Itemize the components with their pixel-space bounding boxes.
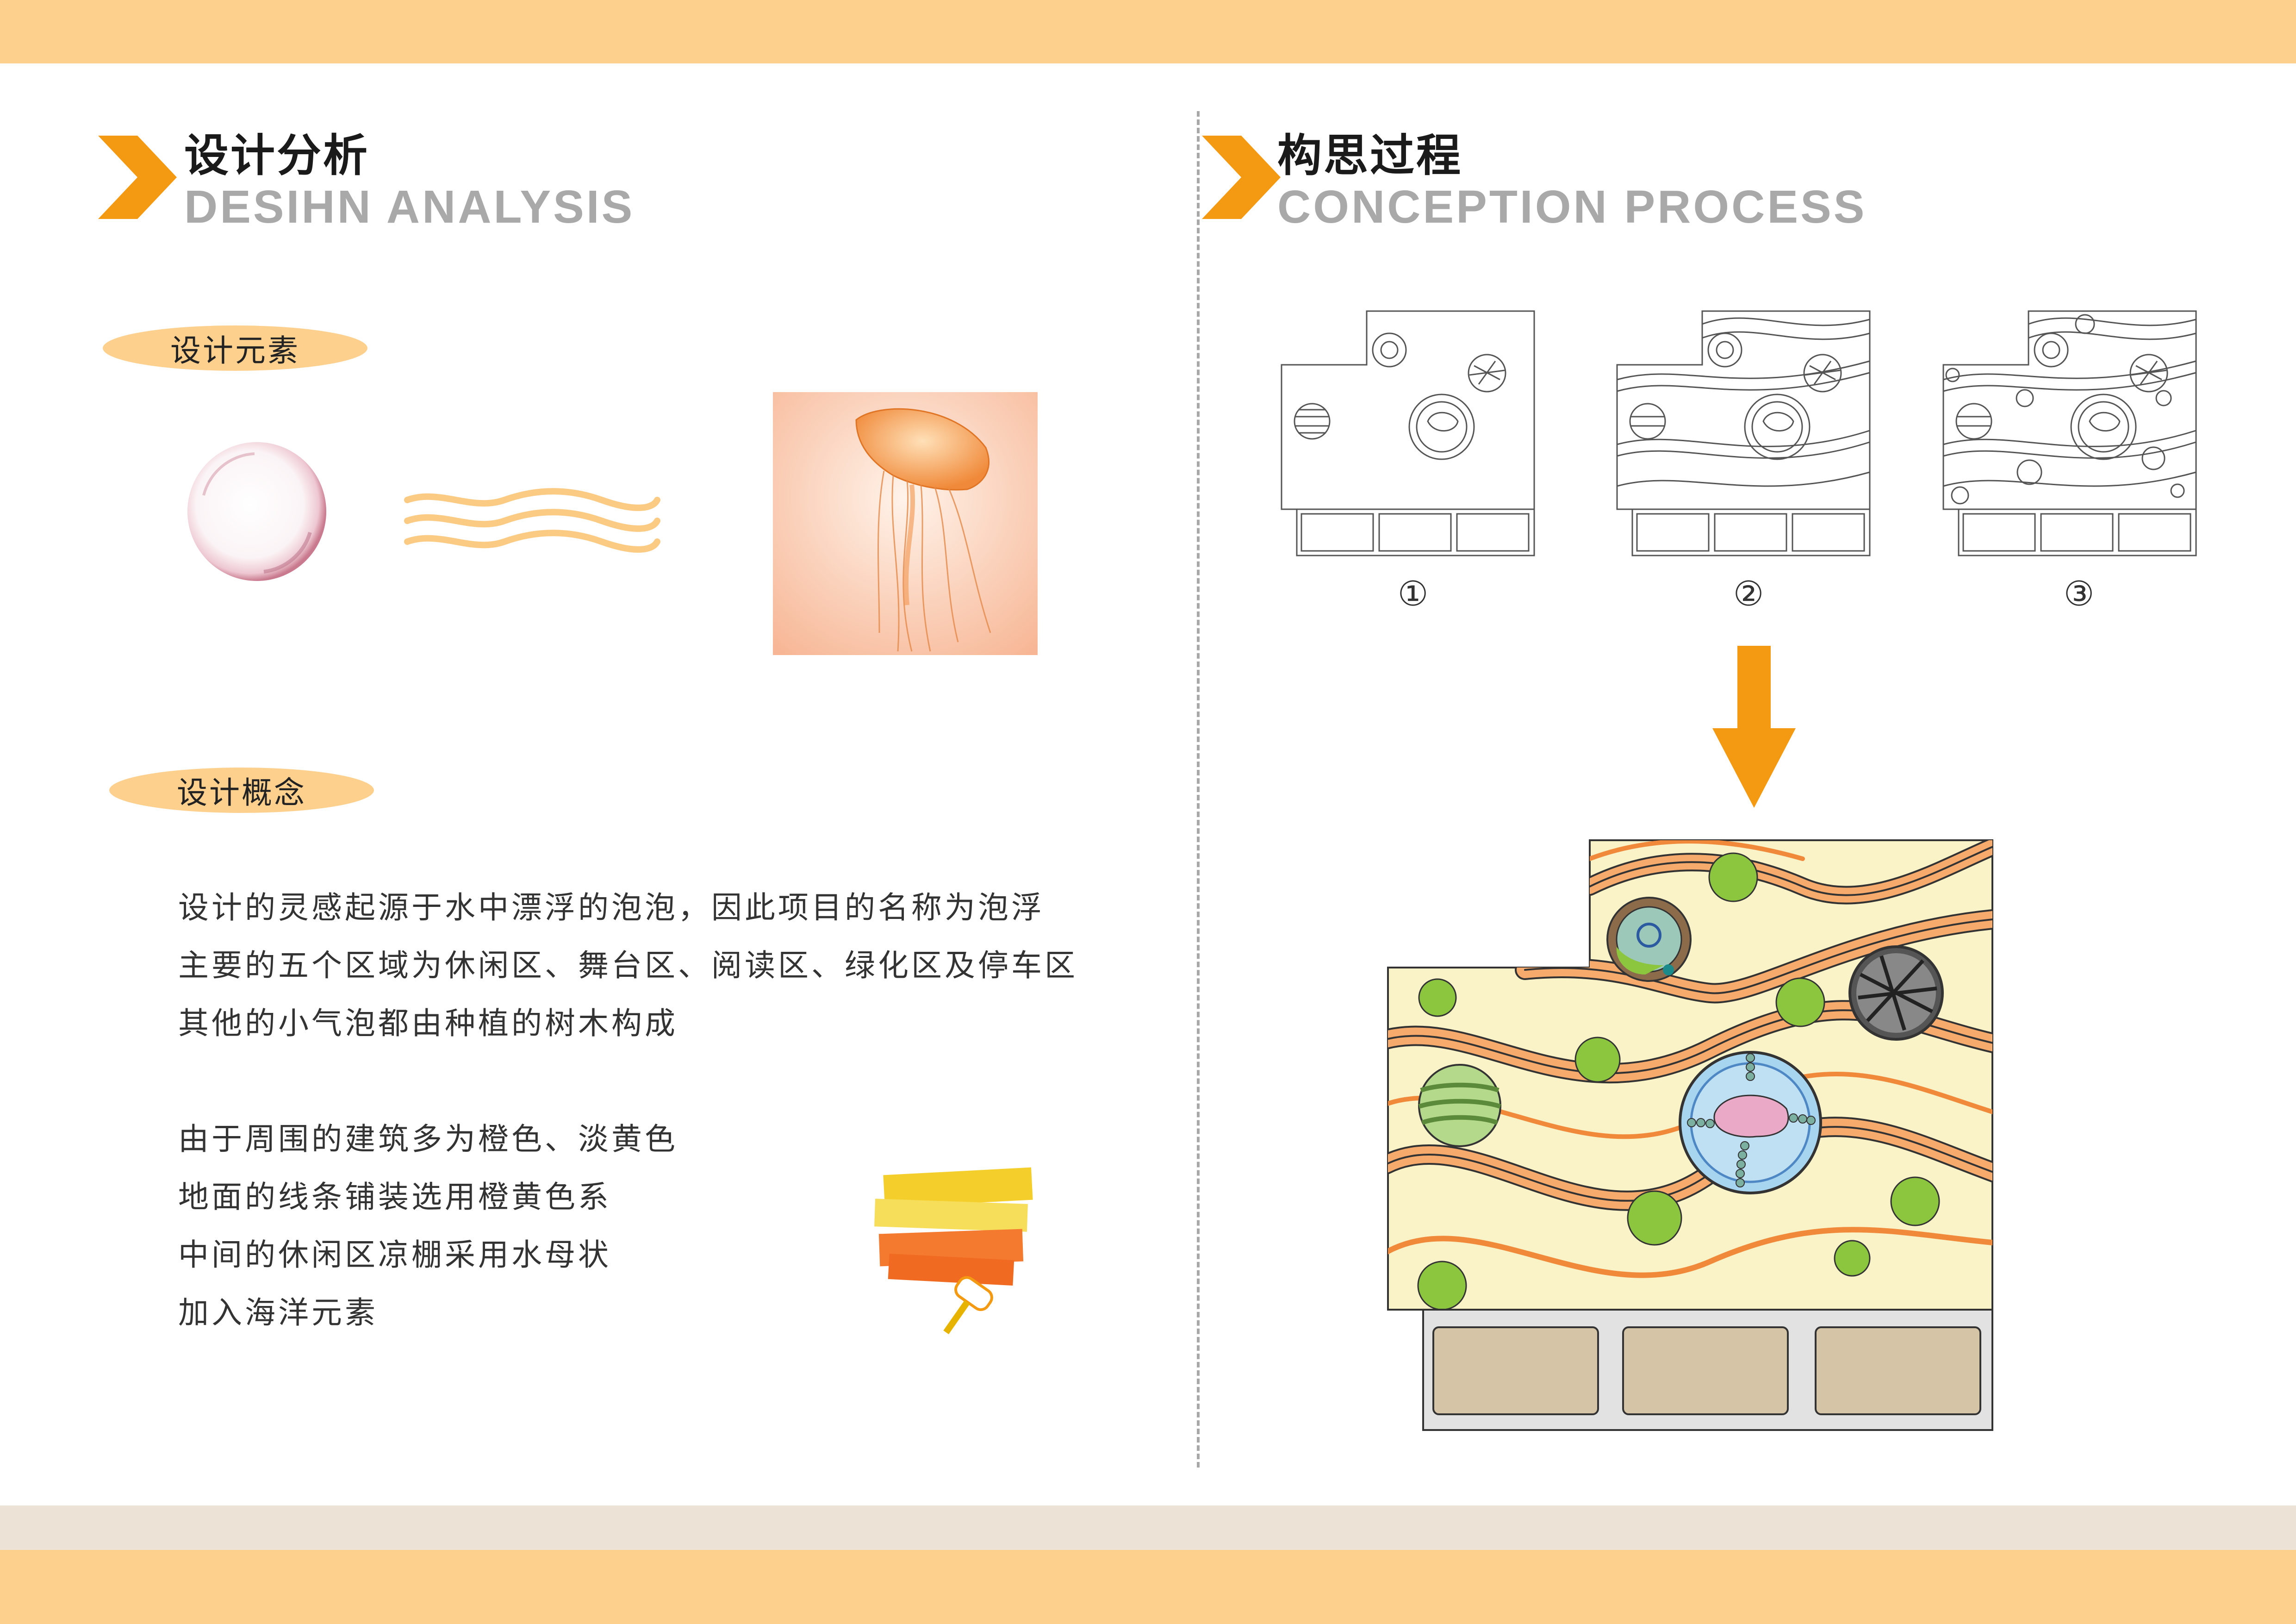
bottom-band	[0, 1550, 2296, 1624]
step-label: ②	[1733, 574, 1764, 614]
paint-roller-icon	[874, 1167, 1033, 1335]
paragraph-line: 加入海洋元素	[178, 1295, 378, 1330]
paragraph-line: 设计的灵感起源于水中漂浮的泡泡，因此项目的名称为泡浮	[178, 890, 1045, 925]
section-divider	[1197, 111, 1200, 1468]
section-title-cn: 设计分析	[184, 130, 369, 181]
concept-paragraph-1: 设计的灵感起源于水中漂浮的泡泡，因此项目的名称为泡浮 主要的五个区域为休闲区、舞…	[178, 879, 1078, 1052]
paragraph-line: 中间的休闲区凉棚采用水母状	[178, 1237, 611, 1273]
paragraph-line: 其他的小气泡都由种植的树木构成	[178, 1006, 678, 1041]
paragraph-line: 由于周围的建筑多为橙色、淡黄色	[178, 1121, 678, 1157]
elements-label: 设计元素	[103, 325, 367, 371]
bubble-image	[187, 442, 326, 581]
jellyfish-image	[773, 392, 1038, 655]
step-label: ①	[1397, 574, 1429, 614]
bottom-grey-band	[0, 1505, 2296, 1550]
concept-sketch-3	[1942, 310, 2197, 556]
top-band	[0, 0, 2296, 63]
concept-paragraph-2: 由于周围的建筑多为橙色、淡黄色 地面的线条铺装选用橙黄色系 中间的休闲区凉棚采用…	[178, 1110, 678, 1342]
chevron-icon	[1202, 136, 1281, 219]
concept-sketch-1	[1281, 310, 1535, 556]
section-title-cn: 构思过程	[1277, 130, 1462, 181]
section-title-en: DESIHN ANALYSIS	[184, 181, 635, 233]
down-arrow-icon	[1712, 646, 1796, 808]
concept-label: 设计概念	[109, 768, 374, 813]
wave-lines-icon	[404, 488, 660, 553]
paragraph-line: 地面的线条铺装选用橙黄色系	[178, 1179, 611, 1215]
final-site-plan	[1387, 839, 1993, 1431]
concept-sketch-2	[1616, 310, 1871, 556]
section-title-en: CONCEPTION PROCESS	[1277, 181, 1867, 233]
chevron-icon	[98, 136, 177, 219]
paragraph-line: 主要的五个区域为休闲区、舞台区、阅读区、绿化区及停车区	[178, 948, 1078, 983]
step-label: ③	[2063, 574, 2095, 614]
